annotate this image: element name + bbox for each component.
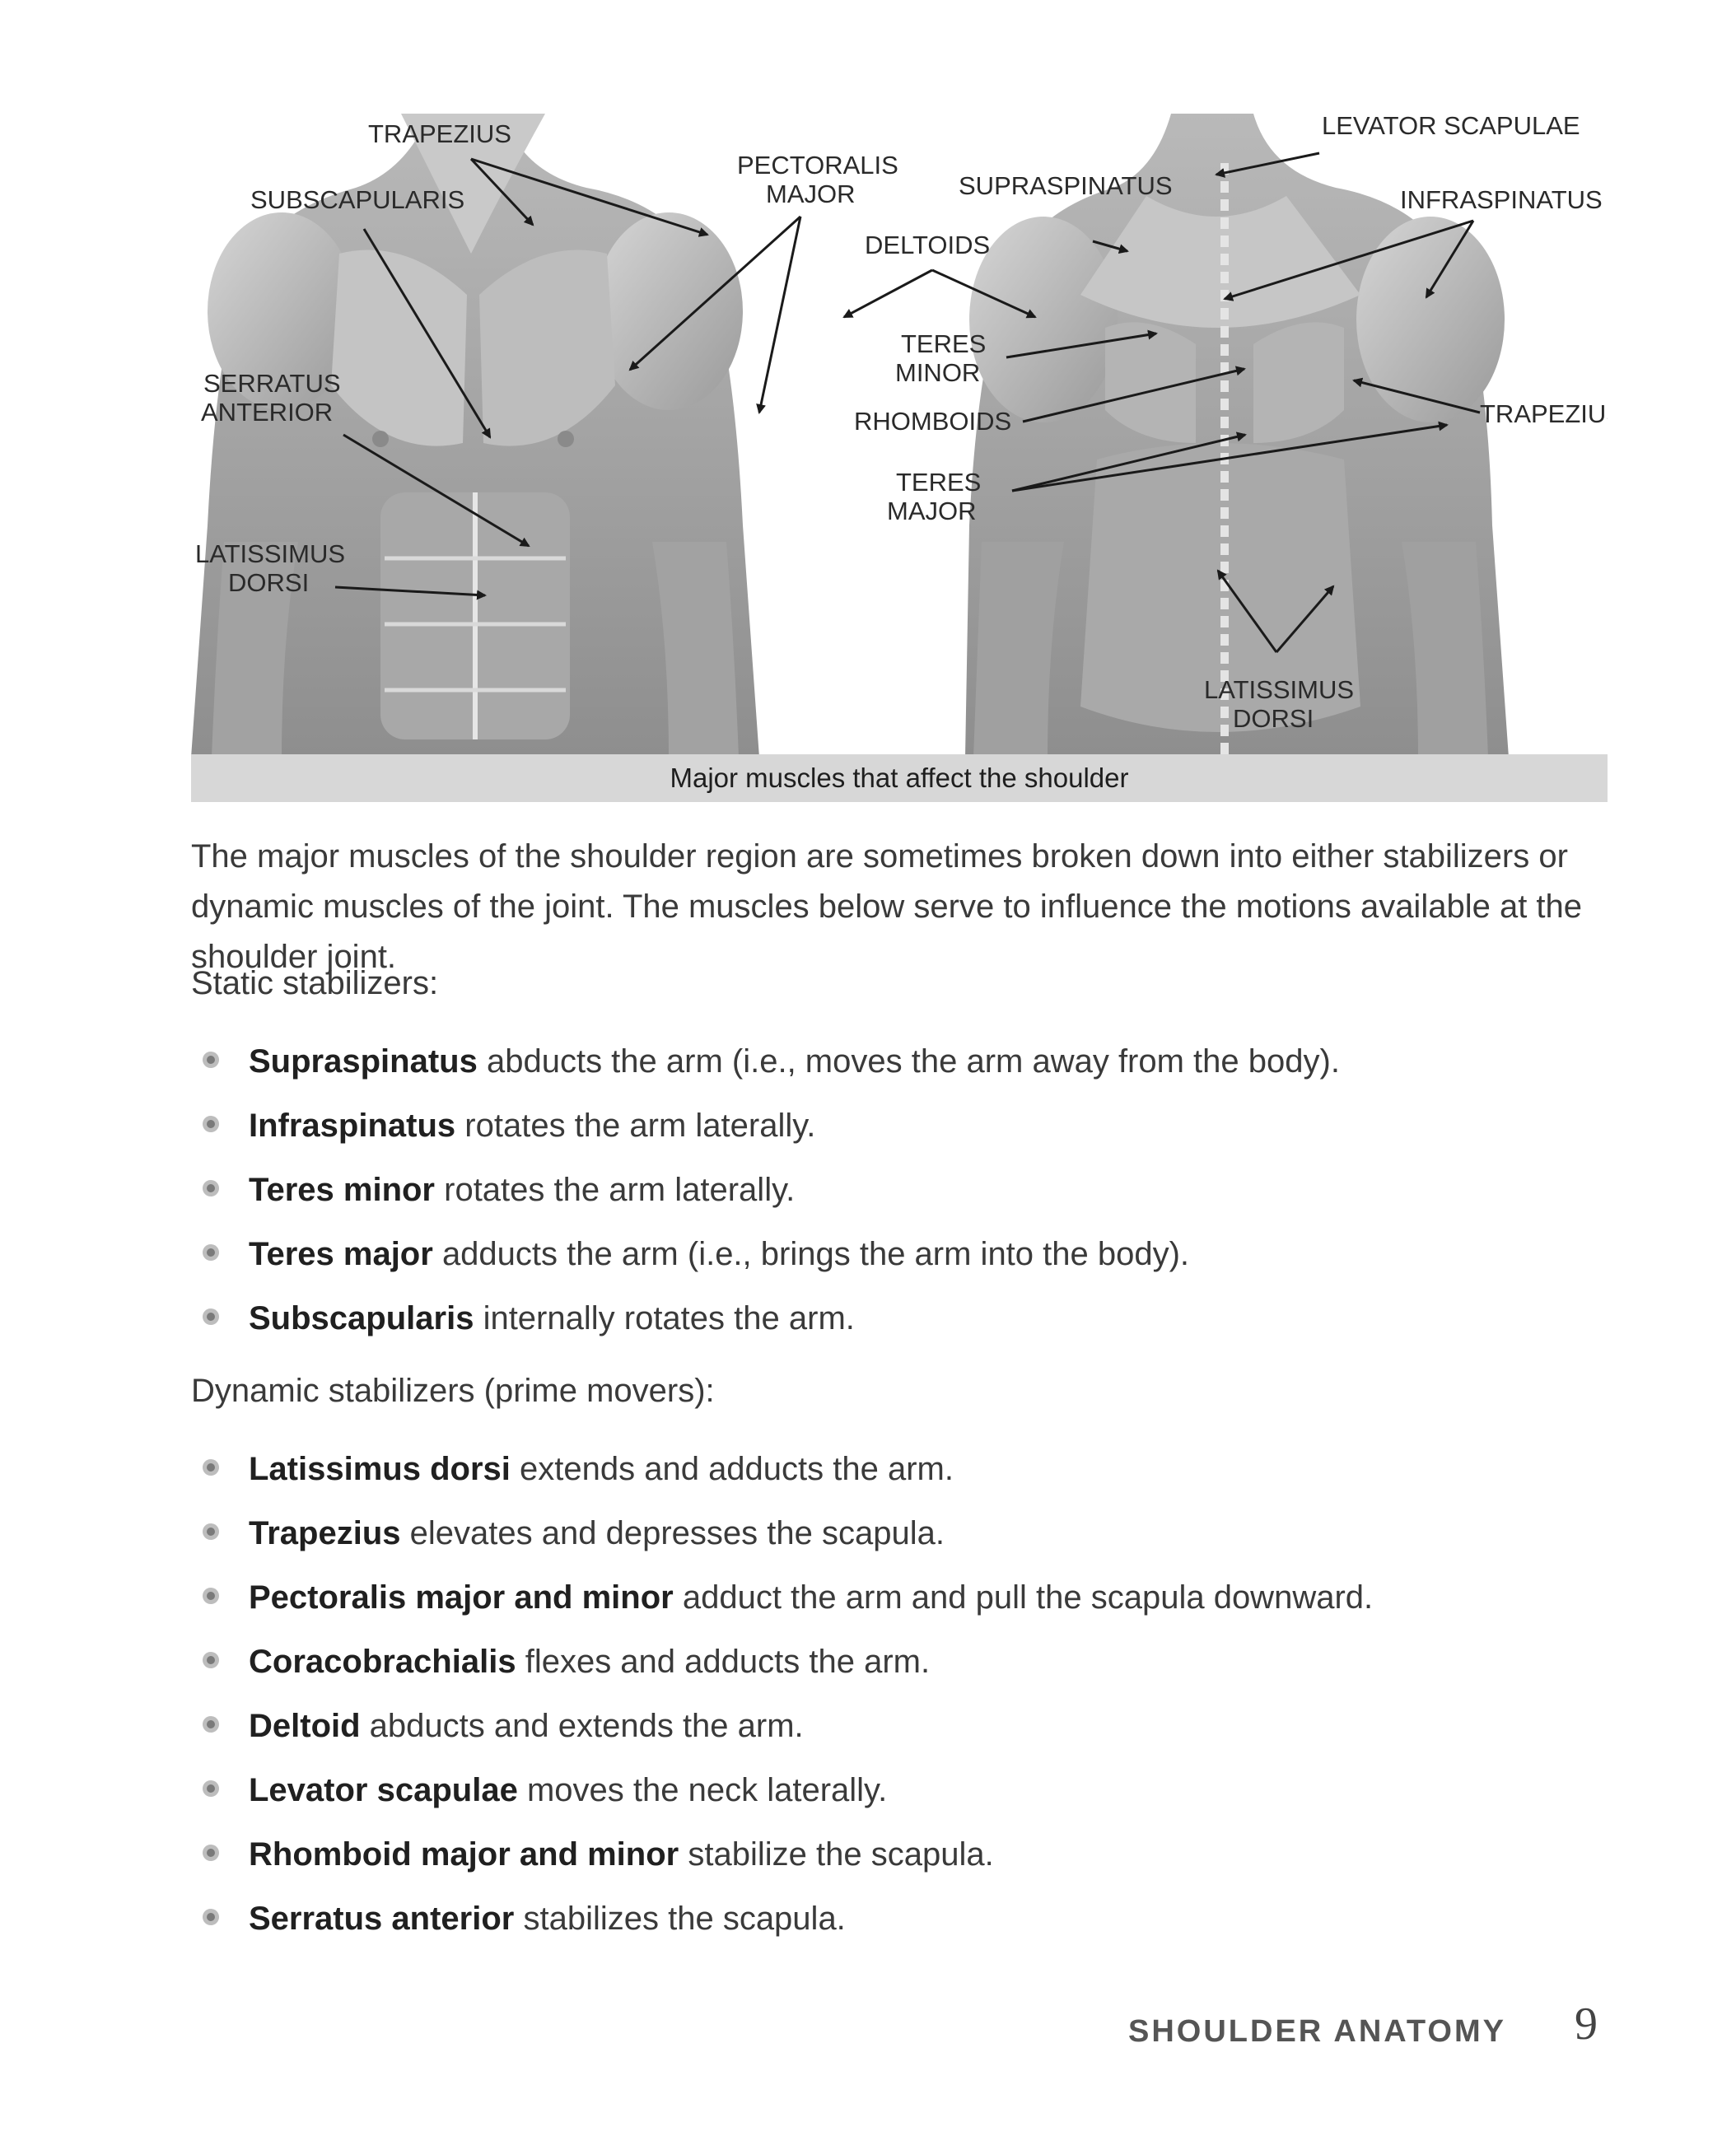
muscle-term: Teres minor bbox=[249, 1171, 435, 1208]
dynamic-stabilizers-heading: Dynamic stabilizers (prime movers): bbox=[191, 1373, 715, 1409]
list-item: Supraspinatus abducts the arm (i.e., mov… bbox=[191, 1029, 1608, 1094]
muscle-term: Pectoralis major and minor bbox=[249, 1579, 674, 1616]
list-item: Trapezius elevates and depresses the sca… bbox=[191, 1501, 1608, 1565]
label-latissimus-back-line2: DORSI bbox=[1233, 704, 1314, 733]
list-item: Deltoid abducts and extends the arm. bbox=[191, 1694, 1608, 1758]
label-leader-lines bbox=[334, 152, 1481, 653]
bullet-icon bbox=[203, 1308, 219, 1325]
list-item: Teres major adducts the arm (i.e., bring… bbox=[191, 1222, 1608, 1286]
bullet-icon bbox=[203, 1845, 219, 1861]
label-supraspinatus: SUPRASPINATUS bbox=[959, 171, 1173, 200]
muscle-term: Levator scapulae bbox=[249, 1771, 518, 1808]
label-pectoralis-line2: MAJOR bbox=[766, 180, 856, 208]
anatomy-illustration: TRAPEZIUS SUBSCAPULARIS PECTORALIS MAJOR… bbox=[191, 114, 1608, 758]
label-latissimus-front-line1: LATISSIMUS bbox=[195, 539, 345, 568]
muscle-term: Deltoid bbox=[249, 1707, 361, 1744]
static-stabilizers-list: Supraspinatus abducts the arm (i.e., mov… bbox=[191, 1029, 1608, 1350]
muscle-description: stabilizes the scapula. bbox=[523, 1900, 846, 1937]
intro-paragraph: The major muscles of the shoulder region… bbox=[191, 838, 1583, 975]
muscle-term: Serratus anterior bbox=[249, 1900, 515, 1937]
muscle-description: moves the neck laterally. bbox=[526, 1771, 888, 1808]
muscle-description: extends and adducts the arm. bbox=[520, 1450, 954, 1487]
muscle-description: internally rotates the arm. bbox=[483, 1299, 855, 1336]
muscle-term: Rhomboid major and minor bbox=[249, 1835, 679, 1873]
label-rhomboids: RHOMBOIDS bbox=[854, 407, 1011, 436]
label-subscapularis: SUBSCAPULARIS bbox=[250, 185, 464, 214]
bullet-icon bbox=[203, 1116, 219, 1132]
bullet-icon bbox=[203, 1652, 219, 1668]
label-serratus-line1: SERRATUS bbox=[203, 369, 341, 398]
bullet-icon bbox=[203, 1716, 219, 1733]
bullet-icon bbox=[203, 1588, 219, 1604]
bullet-icon bbox=[203, 1523, 219, 1540]
muscle-description: adduct the arm and pull the scapula down… bbox=[682, 1579, 1374, 1616]
list-item: Subscapularis internally rotates the arm… bbox=[191, 1286, 1608, 1350]
bullet-icon bbox=[203, 1244, 219, 1261]
label-teres-minor-line1: TERES bbox=[901, 329, 986, 358]
muscle-term: Infraspinatus bbox=[249, 1107, 456, 1144]
label-trapezius-front: TRAPEZIUS bbox=[368, 119, 511, 148]
anatomy-labels: TRAPEZIUS SUBSCAPULARIS PECTORALIS MAJOR… bbox=[195, 114, 1608, 733]
label-levator-scapulae: LEVATOR SCAPULAE bbox=[1322, 114, 1580, 140]
muscle-term: Trapezius bbox=[249, 1514, 401, 1551]
muscle-description: stabilize the scapula. bbox=[688, 1835, 994, 1873]
bullet-icon bbox=[203, 1909, 219, 1925]
label-serratus-line2: ANTERIOR bbox=[201, 398, 333, 427]
dynamic-stabilizers-list: Latissimus dorsi extends and adducts the… bbox=[191, 1437, 1608, 1951]
list-item: Serratus anterior stabilizes the scapula… bbox=[191, 1887, 1608, 1951]
list-item: Teres minor rotates the arm laterally. bbox=[191, 1158, 1608, 1222]
label-latissimus-back-line1: LATISSIMUS bbox=[1204, 675, 1354, 704]
muscle-term: Subscapularis bbox=[249, 1299, 474, 1336]
muscle-description: abducts and extends the arm. bbox=[369, 1707, 804, 1744]
muscle-term: Supraspinatus bbox=[249, 1043, 478, 1080]
label-trapezius-back: TRAPEZIUS bbox=[1480, 399, 1608, 428]
label-infraspinatus: INFRASPINATUS bbox=[1400, 185, 1603, 214]
label-teres-minor-line2: MINOR bbox=[895, 358, 980, 387]
running-footer-title: SHOULDER ANATOMY bbox=[1128, 2014, 1506, 2049]
muscle-term: Teres major bbox=[249, 1235, 433, 1272]
static-stabilizers-heading: Static stabilizers: bbox=[191, 965, 439, 1001]
muscle-description: elevates and depresses the scapula. bbox=[409, 1514, 945, 1551]
bullet-icon bbox=[203, 1180, 219, 1196]
muscle-term: Latissimus dorsi bbox=[249, 1450, 511, 1487]
list-item: Coracobrachialis flexes and adducts the … bbox=[191, 1630, 1608, 1694]
muscle-description: adducts the arm (i.e., brings the arm in… bbox=[441, 1235, 1190, 1272]
label-teres-major-line2: MAJOR bbox=[887, 497, 977, 525]
anatomy-figure: TRAPEZIUS SUBSCAPULARIS PECTORALIS MAJOR… bbox=[191, 114, 1608, 758]
label-deltoids: DELTOIDS bbox=[865, 231, 990, 259]
bullet-icon bbox=[203, 1052, 219, 1068]
bullet-icon bbox=[203, 1459, 219, 1476]
list-item: Pectoralis major and minor adduct the ar… bbox=[191, 1565, 1608, 1630]
list-item: Infraspinatus rotates the arm laterally. bbox=[191, 1094, 1608, 1158]
label-latissimus-front-line2: DORSI bbox=[228, 568, 309, 597]
muscle-description: rotates the arm laterally. bbox=[444, 1171, 796, 1208]
muscle-description: rotates the arm laterally. bbox=[464, 1107, 816, 1144]
muscle-description: flexes and adducts the arm. bbox=[525, 1643, 931, 1680]
list-item: Levator scapulae moves the neck laterall… bbox=[191, 1758, 1608, 1822]
muscle-term: Coracobrachialis bbox=[249, 1643, 516, 1680]
label-pectoralis-line1: PECTORALIS bbox=[737, 151, 898, 180]
list-item: Latissimus dorsi extends and adducts the… bbox=[191, 1437, 1608, 1501]
figure-caption-text: Major muscles that affect the shoulder bbox=[670, 763, 1129, 793]
bullet-icon bbox=[203, 1780, 219, 1797]
figure-caption: Major muscles that affect the shoulder bbox=[191, 754, 1608, 802]
label-teres-major-line1: TERES bbox=[896, 468, 981, 497]
muscle-description: abducts the arm (i.e., moves the arm awa… bbox=[486, 1043, 1340, 1080]
list-item: Rhomboid major and minor stabilize the s… bbox=[191, 1822, 1608, 1887]
page-number: 9 bbox=[1575, 1999, 1598, 2050]
